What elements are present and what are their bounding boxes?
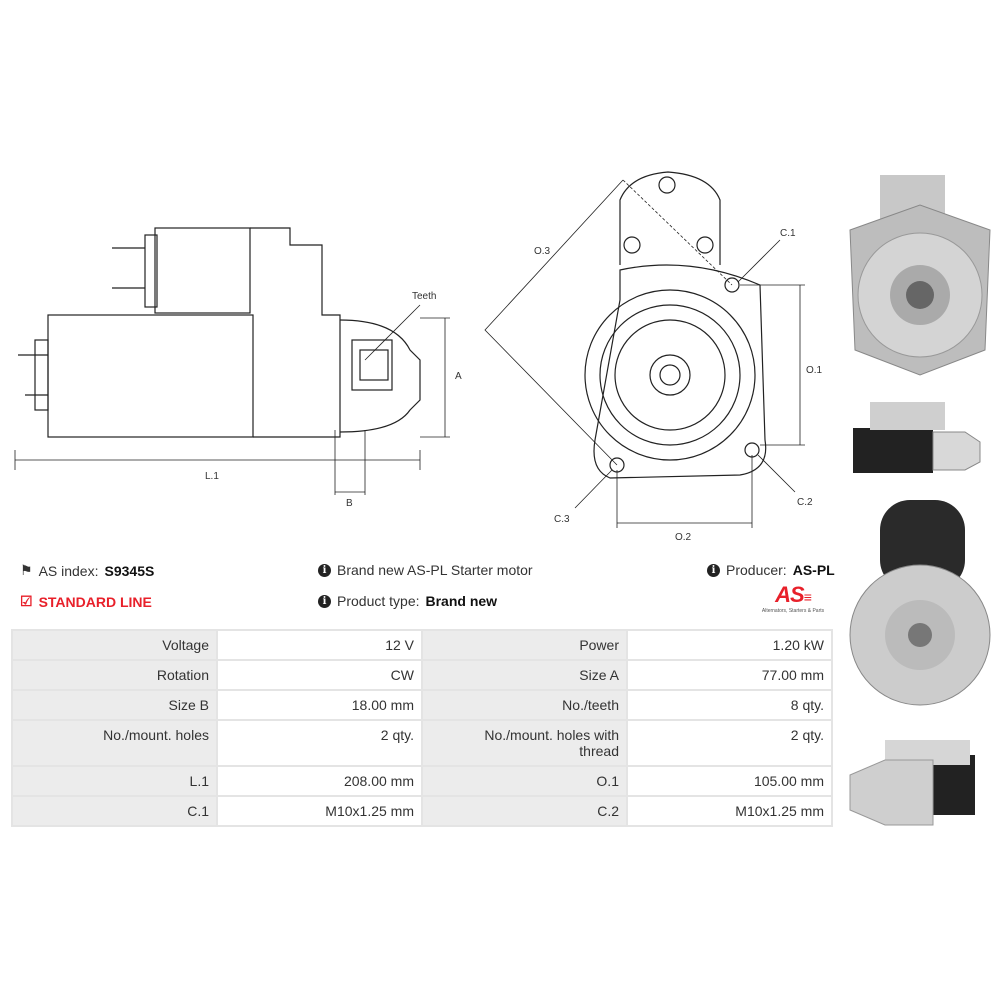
- spec-label: L.1: [11, 765, 218, 797]
- spec-value: M10x1.25 mm: [626, 795, 833, 827]
- spec-value: M10x1.25 mm: [216, 795, 423, 827]
- spec-value: 208.00 mm: [216, 765, 423, 797]
- product-type: i Product type:Brand new: [318, 593, 497, 609]
- spec-label: Size B: [11, 689, 218, 721]
- photo-angle-view: [849, 740, 975, 826]
- label-o3: O.3: [534, 246, 551, 257]
- label-o1: O.1: [806, 365, 823, 376]
- spec-label: No./teeth: [421, 689, 628, 721]
- spec-value: 18.00 mm: [216, 689, 423, 721]
- description: i Brand new AS-PL Starter motor: [318, 562, 533, 578]
- front-view-drawing: O.3 C.1 O.1 C.2 C.3 O.2: [484, 171, 823, 543]
- spec-value: 105.00 mm: [626, 765, 833, 797]
- spec-label: C.2: [421, 795, 628, 827]
- producer: i Producer:AS-PL: [707, 562, 835, 578]
- photo-rear-view: [849, 500, 991, 706]
- label-l1: L.1: [205, 471, 219, 482]
- side-view-drawing: Teeth A L.1 B: [14, 227, 462, 509]
- product-photos: [849, 175, 991, 826]
- info-icon: i: [318, 594, 331, 608]
- label-c3: C.3: [554, 514, 570, 525]
- as-index-value: S9345S: [104, 562, 155, 579]
- as-index: ⚑ AS index:S9345S: [20, 562, 155, 579]
- spec-value: 77.00 mm: [626, 659, 833, 691]
- spec-label: Power: [421, 629, 628, 661]
- label-a: A: [455, 371, 462, 382]
- spec-label: No./mount. holes: [11, 719, 218, 767]
- spec-value: 8 qty.: [626, 689, 833, 721]
- photo-front-view: [849, 175, 991, 376]
- label-o2: O.2: [675, 532, 692, 543]
- spec-label: Size A: [421, 659, 628, 691]
- spec-label: O.1: [421, 765, 628, 797]
- photo-side-view: [853, 402, 981, 473]
- checkbox-icon: ☑: [20, 593, 33, 609]
- info-icon: i: [318, 563, 331, 577]
- standard-line-badge: ☑ STANDARD LINE: [20, 593, 152, 610]
- spec-value: 2 qty.: [626, 719, 833, 767]
- tag-icon: ⚑: [20, 562, 33, 578]
- spec-value: 1.20 kW: [626, 629, 833, 661]
- spec-value: 2 qty.: [216, 719, 423, 767]
- spec-value: CW: [216, 659, 423, 691]
- label-c2: C.2: [797, 497, 813, 508]
- label-b: B: [346, 498, 353, 509]
- label-c1: C.1: [780, 228, 796, 239]
- info-icon: i: [707, 563, 720, 577]
- spec-label: Rotation: [11, 659, 218, 691]
- as-pl-logo: AS≡ Alternators, Starters & Parts: [761, 582, 825, 615]
- spec-label: Voltage: [11, 629, 218, 661]
- spec-value: 12 V: [216, 629, 423, 661]
- spec-label: C.1: [11, 795, 218, 827]
- spec-label: No./mount. holes with thread: [421, 719, 628, 767]
- label-teeth: Teeth: [412, 291, 436, 302]
